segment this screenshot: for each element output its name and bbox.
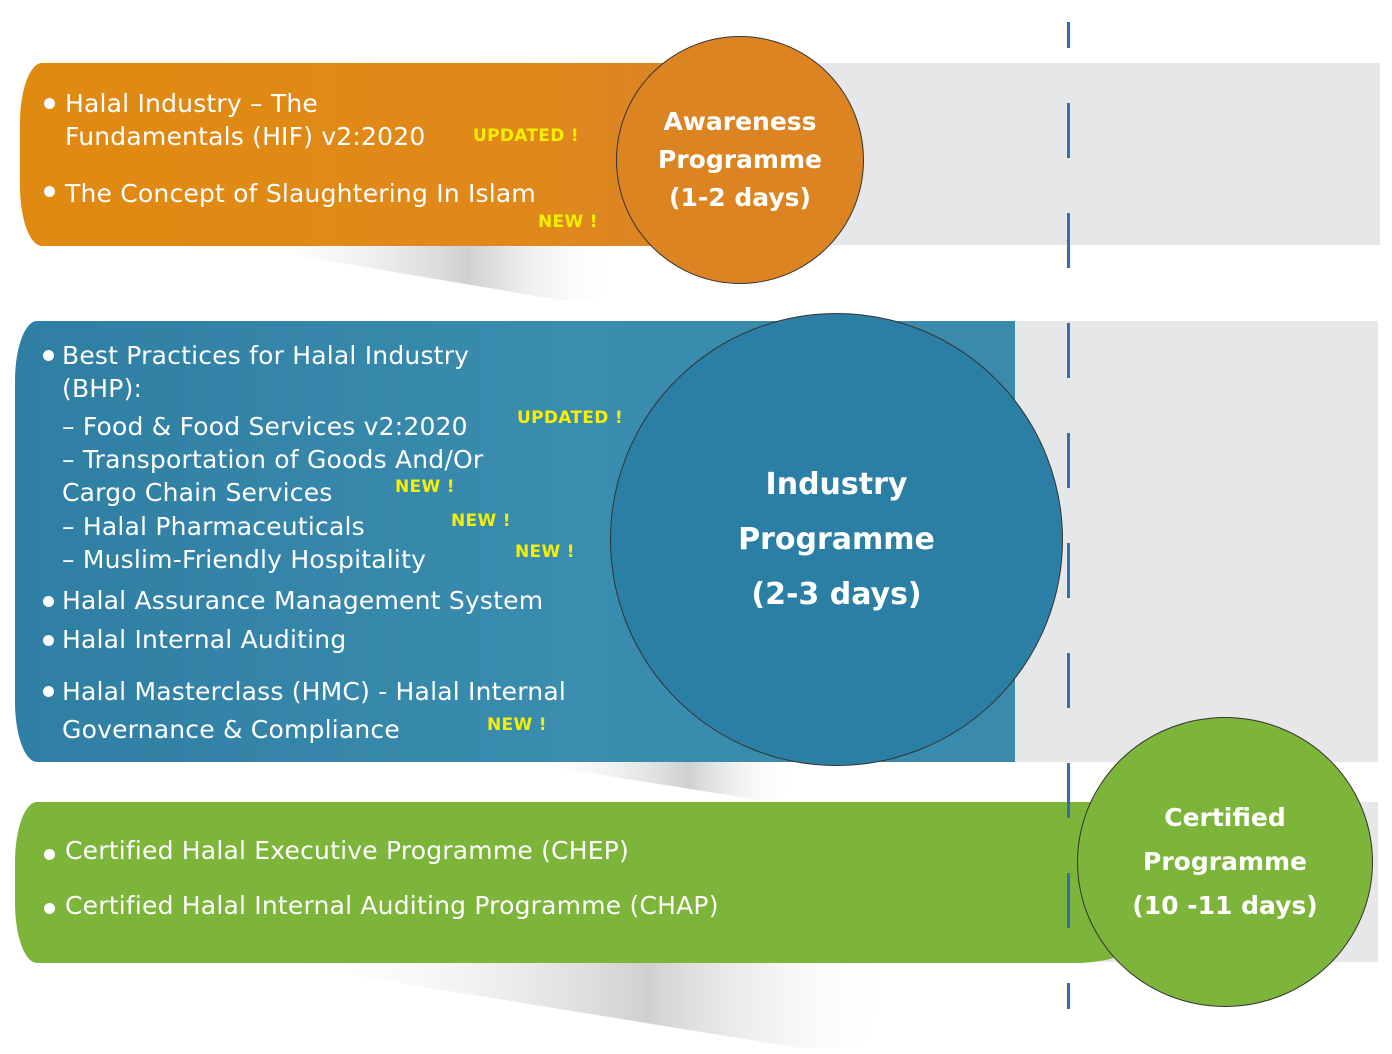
awareness-item-slaughtering: The Concept of Slaughtering In Islam: [65, 179, 536, 208]
industry-circle-line2: Programme: [738, 522, 935, 557]
awareness-circle-line1: Awareness: [663, 107, 817, 136]
industry-item-hams: Halal Assurance Management System: [62, 586, 544, 615]
industry-sub-transport-line2: Cargo Chain Services: [62, 478, 333, 507]
bullet: [44, 98, 55, 109]
industry-item-bhp-line2: (BHP):: [62, 374, 143, 403]
bullet: [43, 350, 54, 361]
bullet: [44, 849, 55, 860]
industry-sub-hospitality: – Muslim-Friendly Hospitality: [62, 545, 427, 574]
bullet: [43, 635, 54, 646]
updated-badge: UPDATED !: [473, 126, 579, 146]
industry-circle-line3: (2-3 days): [751, 577, 922, 612]
industry-item-bhp-line1: Best Practices for Halal Industry: [62, 341, 470, 370]
industry-sub-transport-line1: – Transportation of Goods And/Or: [62, 445, 484, 474]
awareness-shadow: [240, 246, 620, 300]
certified-item-chap: Certified Halal Internal Auditing Progra…: [65, 891, 719, 920]
awareness-circle: Awareness Programme (1-2 days): [616, 36, 864, 284]
industry-sub-pharma: – Halal Pharmaceuticals: [62, 512, 365, 541]
awareness-circle-line3: (1-2 days): [669, 183, 811, 212]
new-badge: NEW !: [395, 477, 455, 497]
industry-item-hmc-line1: Halal Masterclass (HMC) - Halal Internal: [62, 677, 566, 706]
updated-badge: UPDATED !: [517, 408, 623, 428]
industry-sub-food: – Food & Food Services v2:2020: [62, 412, 468, 441]
certified-band: [15, 802, 1155, 963]
industry-circle-line1: Industry: [765, 467, 908, 502]
industry-grey-band: [1000, 321, 1378, 762]
certified-circle: Certified Programme (10 -11 days): [1077, 717, 1373, 1007]
industry-item-hmc-line2: Governance & Compliance: [62, 715, 400, 744]
certified-shadow: [270, 962, 900, 1048]
awareness-item-hif-line2: Fundamentals (HIF) v2:2020: [65, 122, 426, 151]
certified-circle-line2: Programme: [1143, 847, 1307, 876]
new-badge: NEW !: [487, 715, 547, 735]
industry-item-auditing: Halal Internal Auditing: [62, 625, 347, 654]
bullet: [43, 686, 54, 697]
bullet: [44, 903, 55, 914]
new-badge: NEW !: [515, 542, 575, 562]
bullet: [44, 186, 55, 197]
certified-circle-line3: (10 -11 days): [1132, 891, 1318, 920]
industry-shadow: [520, 762, 800, 800]
awareness-circle-line2: Programme: [658, 145, 822, 174]
bullet: [43, 596, 54, 607]
new-badge: NEW !: [451, 511, 511, 531]
certified-item-chep: Certified Halal Executive Programme (CHE…: [65, 836, 629, 865]
industry-circle: Industry Programme (2-3 days): [610, 313, 1063, 766]
awareness-item-hif-line1: Halal Industry – The: [65, 89, 318, 118]
certified-circle-line1: Certified: [1164, 803, 1286, 832]
new-badge: NEW !: [538, 212, 598, 232]
